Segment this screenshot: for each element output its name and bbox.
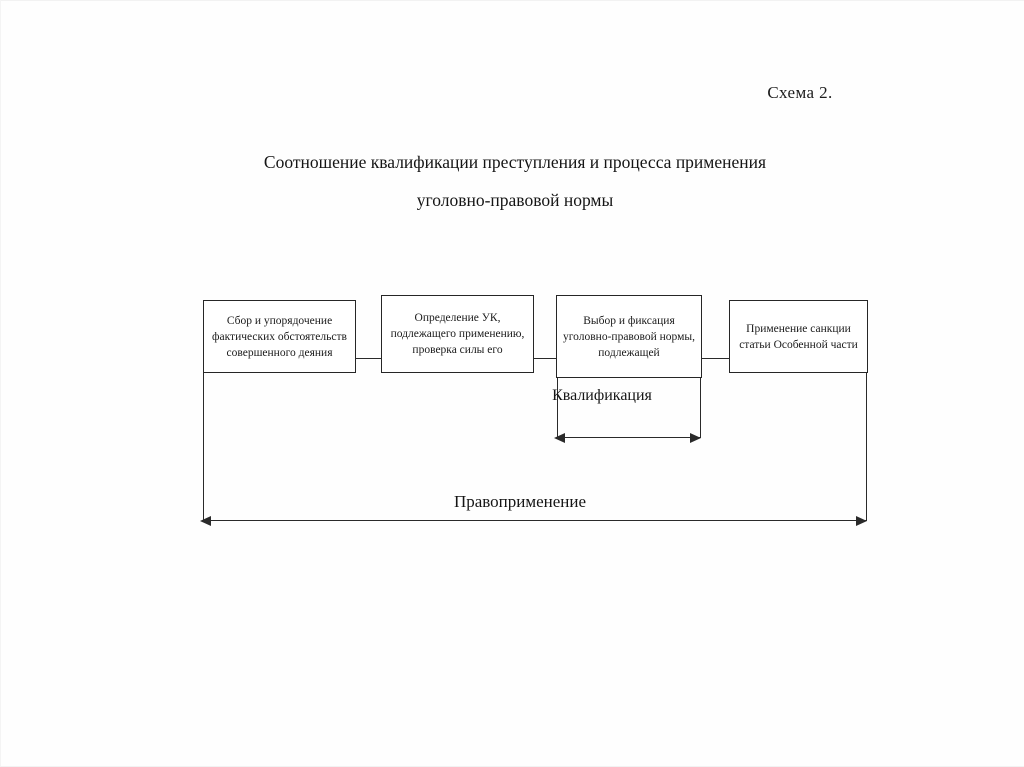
pravoprimenenie-bracket-arrow-line [203, 520, 867, 522]
process-box-stage-2: Определение УК, подлежащего применению, … [381, 295, 534, 373]
process-box-stage-1: Сбор и упорядочение фактических обстояте… [203, 300, 356, 373]
process-box-stage-3: Выбор и фиксация уголовно-правовой нормы… [556, 295, 702, 378]
kvalifikaciya-bracket-arrow-line [557, 437, 701, 439]
process-box-stage-4: Применение санкции статьи Особенной част… [729, 300, 868, 373]
pravoprimenenie-arrowhead-right-icon [856, 516, 867, 526]
pravoprimenenie-arrowhead-left-icon [200, 516, 211, 526]
pravoprimenenie-bracket-label: Правоприменение [453, 492, 587, 511]
kvalifikaciya-arrowhead-right-icon [690, 433, 701, 443]
scheme-number-label: Схема 2. [767, 83, 833, 102]
kvalifikaciya-bracket-right-line [700, 378, 702, 438]
connector-stage3-stage4 [701, 358, 730, 360]
kvalifikaciya-arrowhead-left-icon [554, 433, 565, 443]
page-title-line-1: Соотношение квалификации преступления и … [263, 152, 767, 172]
page-edge-left [0, 0, 1, 767]
page-edge-top [0, 0, 1024, 1]
connector-stage2-stage3 [533, 358, 557, 360]
connector-stage1-stage2 [355, 358, 382, 360]
pravoprimenenie-bracket-right-line [866, 373, 868, 521]
pravoprimenenie-bracket-left-line [203, 373, 205, 521]
kvalifikaciya-bracket-label: Квалификация [552, 387, 652, 404]
page-title-line-2: уголовно-правовой нормы [416, 190, 614, 210]
page-title: Соотношение квалификации преступления и … [150, 143, 880, 219]
kvalifikaciya-bracket-left-line [557, 378, 559, 438]
